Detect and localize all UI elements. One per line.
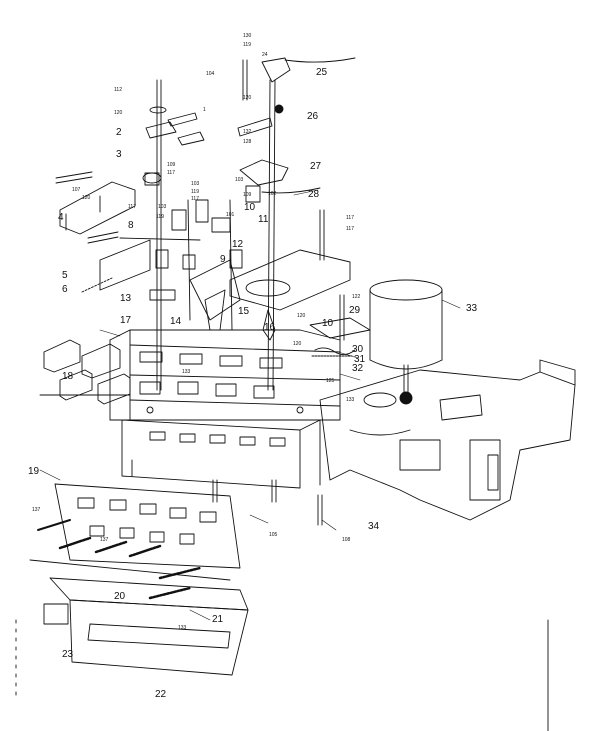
- callout-small-12: 103: [191, 181, 200, 187]
- front-panel: [43, 577, 249, 676]
- left-clips: [39, 339, 131, 405]
- callout-large-17: 21: [212, 614, 224, 625]
- callout-small-13: 119: [191, 189, 199, 195]
- callout-small-15: 107: [72, 187, 81, 193]
- callout-large-31: 10: [244, 202, 256, 213]
- callout-small-4: 120: [114, 110, 123, 116]
- callout-large-26: 31: [354, 354, 366, 365]
- callout-large-10: 14: [170, 316, 182, 327]
- callout-small-26: 120: [293, 341, 302, 347]
- callout-small-33: 108: [342, 537, 351, 543]
- callout-large-27: 32: [352, 363, 364, 374]
- callout-small-23: 117: [346, 226, 354, 232]
- callout-small-20: 103: [235, 177, 244, 183]
- callout-large-6: 9: [220, 254, 226, 265]
- main-chassis: [109, 329, 341, 421]
- motor-cylinder: [369, 279, 443, 405]
- callout-large-5: 8: [128, 220, 134, 231]
- callout-small-31: 137: [100, 537, 109, 543]
- callout-large-30: 10: [322, 318, 334, 329]
- callout-small-11: 117: [167, 170, 175, 176]
- callout-small-3: 112: [114, 87, 122, 93]
- callout-large-14: 18: [62, 371, 74, 382]
- leader-lines: [39, 189, 461, 621]
- callout-large-11: 15: [238, 306, 250, 317]
- left-bracket: [55, 171, 201, 293]
- center-mechanism: [149, 199, 276, 341]
- callout-large-25: 30: [352, 344, 364, 355]
- callout-small-1: 119: [243, 42, 251, 48]
- callout-small-35: 101: [226, 212, 235, 218]
- callout-small-30: 137: [32, 507, 41, 513]
- callout-small-24: 122: [352, 294, 361, 300]
- callout-large-19: 23: [62, 649, 74, 660]
- callout-large-15: 19: [28, 466, 40, 477]
- callout-large-16: 20: [114, 591, 126, 602]
- callout-small-36: 102: [268, 191, 277, 197]
- callout-small-9: 128: [243, 139, 252, 145]
- callout-large-20: 25: [316, 67, 328, 78]
- callout-large-8: 12: [232, 239, 244, 250]
- left-rod-assembly: [142, 79, 205, 391]
- callout-large-3: 5: [62, 270, 68, 281]
- callout-large-24: 29: [349, 305, 361, 316]
- callout-large-28: 33: [466, 303, 478, 314]
- callout-small-17: 117: [128, 204, 136, 210]
- callout-large-4: 6: [62, 284, 68, 295]
- callout-large-9: 13: [120, 293, 132, 304]
- callout-small-21: 109: [243, 192, 252, 198]
- front-frame-plate: [121, 419, 323, 526]
- top-bracket-assembly: [237, 57, 356, 391]
- callout-small-7: 120: [243, 95, 252, 101]
- callout-large-29: 34: [368, 521, 380, 532]
- callout-small-29: 133: [182, 369, 191, 375]
- callout-large-1: 3: [116, 149, 122, 160]
- callout-small-18: 103: [158, 204, 167, 210]
- switch-board: [29, 483, 241, 600]
- callout-small-2: 24: [262, 52, 268, 58]
- callout-small-14: 117: [191, 196, 199, 202]
- callout-large-23: 28: [308, 189, 320, 200]
- right-base-frame: [319, 359, 576, 521]
- callout-small-22: 117: [346, 215, 354, 221]
- right-top-plate: [229, 209, 371, 357]
- callout-small-19: 119: [156, 214, 164, 220]
- callout-large-2: 4: [58, 212, 64, 223]
- callout-small-0: 130: [243, 33, 252, 39]
- callout-small-28: 133: [346, 397, 355, 403]
- callout-small-25: 120: [297, 313, 306, 319]
- callout-small-34: 133: [178, 625, 187, 631]
- callout-large-18: 22: [155, 689, 167, 700]
- callout-small-27: 125: [326, 378, 335, 384]
- callout-small-8: 132: [243, 129, 252, 135]
- callout-large-0: 2: [116, 127, 122, 138]
- callout-small-10: 109: [167, 162, 176, 168]
- callout-large-22: 27: [310, 161, 322, 172]
- callout-small-32: 105: [269, 532, 278, 538]
- callout-small-6: 1: [203, 107, 206, 113]
- callout-large-7: 11: [258, 214, 269, 225]
- callout-large-13: 17: [120, 315, 132, 326]
- callout-small-5: 104: [206, 71, 215, 77]
- callout-large-12: 16: [264, 322, 276, 333]
- callout-small-16: 120: [82, 195, 91, 201]
- callout-large-21: 26: [307, 111, 319, 122]
